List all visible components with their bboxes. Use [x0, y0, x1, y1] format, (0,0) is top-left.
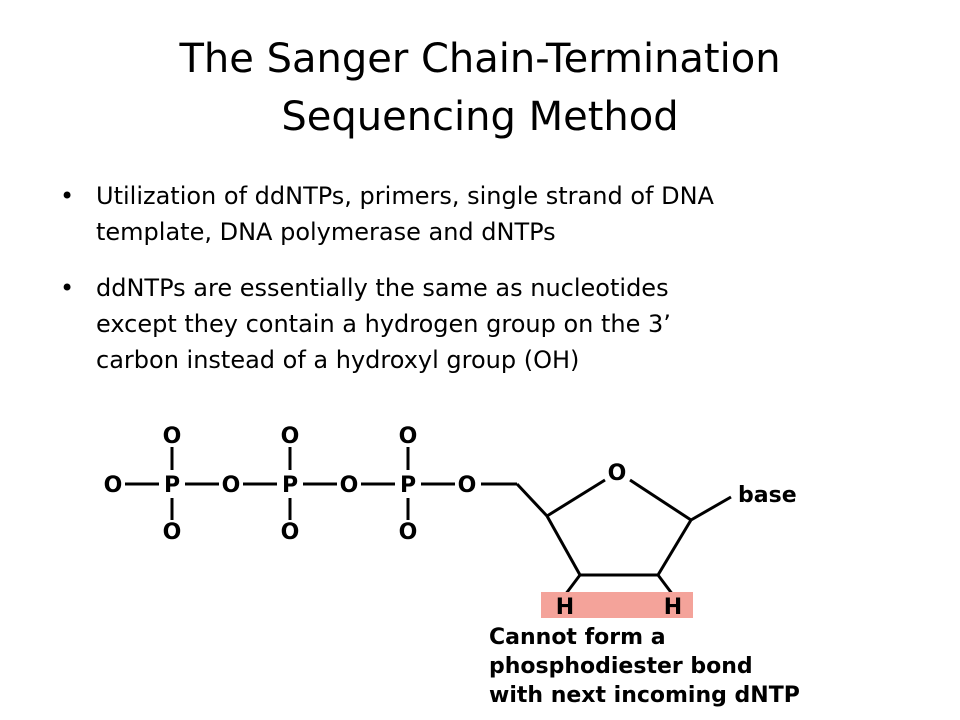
title-line-2: Sequencing Method	[281, 94, 679, 140]
title-line-1: The Sanger Chain-Termination	[179, 36, 781, 82]
hydrogen-label: H	[664, 595, 682, 620]
oxygen-label: O	[104, 473, 123, 498]
oxygen-label: O	[281, 424, 300, 449]
caption-line: Cannot form a	[489, 625, 666, 650]
bullet-list: • Utilization of ddNTPs, primers, single…	[60, 178, 920, 398]
base-label: base	[738, 483, 797, 508]
bullet-line: carbon instead of a hydroxyl group (OH)	[96, 346, 580, 374]
oxygen-label: O	[458, 473, 477, 498]
bond-lines	[125, 447, 732, 596]
bullet-item: • Utilization of ddNTPs, primers, single…	[60, 178, 920, 250]
bullet-line: template, DNA polymerase and dNTPs	[96, 218, 556, 246]
hydrogen-label: H	[556, 595, 574, 620]
phosphorus-label: P	[282, 473, 298, 498]
oxygen-label: O	[399, 424, 418, 449]
oxygen-label: O	[163, 424, 182, 449]
bullet-dot-icon: •	[60, 182, 75, 210]
phosphorus-label: P	[400, 473, 416, 498]
bullet-line: ddNTPs are essentially the same as nucle…	[96, 274, 669, 302]
atom-labels: O O O O P O P O P O O O O O H H	[104, 424, 683, 620]
slide-title: The Sanger Chain-Termination Sequencing …	[0, 30, 960, 146]
bullet-line: Utilization of ddNTPs, primers, single s…	[96, 182, 714, 210]
oxygen-label: O	[340, 473, 359, 498]
caption: Cannot form a phosphodiester bond with n…	[489, 625, 800, 708]
caption-line: phosphodiester bond	[489, 654, 753, 679]
bullet-dot-icon: •	[60, 274, 75, 302]
oxygen-label: O	[399, 520, 418, 545]
bullet-line: except they contain a hydrogen group on …	[96, 310, 671, 338]
hydrogen-highlight	[541, 592, 693, 618]
caption-line: with next incoming dNTP	[489, 683, 800, 708]
oxygen-label: O	[222, 473, 241, 498]
oxygen-label: O	[281, 520, 300, 545]
ddntp-structure-diagram: O O O O P O P O P O O O O O H H base Can…	[104, 424, 800, 708]
phosphorus-label: P	[164, 473, 180, 498]
bullet-item: • ddNTPs are essentially the same as nuc…	[60, 270, 920, 378]
ring-oxygen-label: O	[608, 461, 627, 486]
oxygen-label: O	[163, 520, 182, 545]
